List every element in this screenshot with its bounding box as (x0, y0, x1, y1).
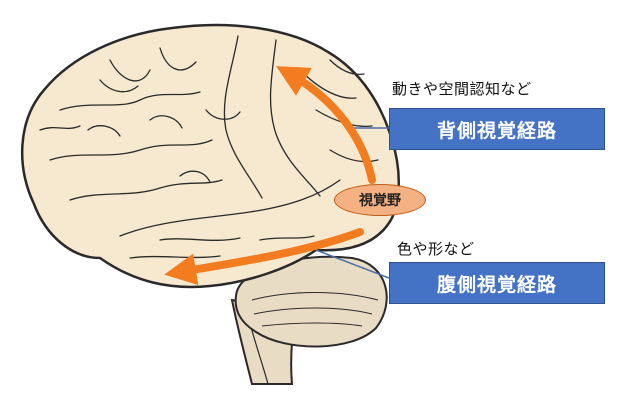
ventral-pathway-label: 腹側視覚経路 (436, 273, 557, 296)
dorsal-pathway-label: 背側視覚経路 (436, 119, 557, 142)
dorsal-pathway-box: 背側視覚経路 (389, 108, 605, 150)
brain-sulci (39, 35, 379, 259)
ventral-pathway-box: 腹側視覚経路 (389, 262, 605, 304)
dorsal-caption: 動きや空間認知など (392, 80, 532, 98)
ventral-pathway-arrow (164, 228, 364, 286)
ventral-caption: 色や形など (397, 240, 475, 258)
visual-cortex-label: 視覚野 (334, 184, 426, 216)
cerebellum-folds (251, 292, 379, 327)
visual-cortex-label-text: 視覚野 (359, 193, 401, 209)
dorsal-pathway-arrow (276, 66, 376, 184)
ventral-pointer-line (315, 249, 390, 279)
